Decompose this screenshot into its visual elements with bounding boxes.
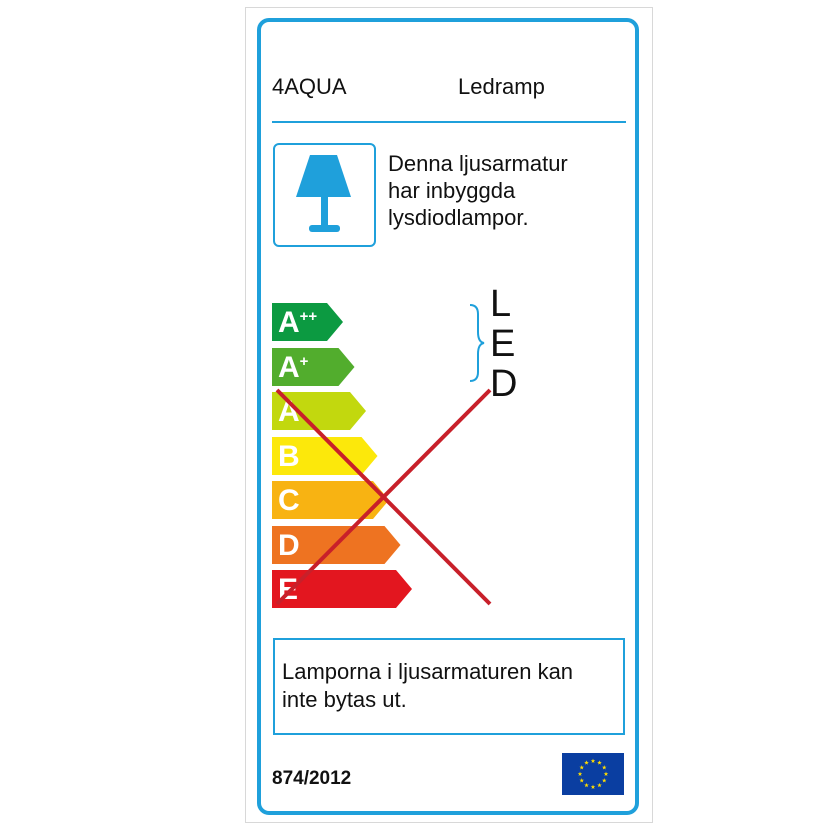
- eu-star-icon: [601, 778, 607, 783]
- eu-star-icon: [577, 771, 583, 776]
- energy-class-arrow: C: [272, 481, 389, 519]
- energy-class-label: D: [278, 528, 300, 562]
- note-text: Lamporna i ljusarmaturen kan inte bytas …: [282, 658, 622, 714]
- note-line: Lamporna i ljusarmaturen kan: [282, 659, 574, 684]
- energy-class-label: B: [278, 439, 300, 473]
- energy-class-arrow: B: [272, 436, 378, 475]
- energy-class-label: A+: [278, 350, 309, 384]
- note-box: [273, 638, 625, 735]
- model-name: Ledramp: [458, 74, 545, 99]
- note-line: inte bytas ut.: [282, 687, 407, 712]
- eu-star-icon: [603, 771, 609, 776]
- led-letter-e: E: [490, 323, 516, 365]
- regulation-number: 874/2012: [272, 768, 352, 789]
- led-letter-l: L: [490, 283, 512, 325]
- energy-class-label: E: [278, 573, 299, 606]
- supplier-name: 4AQUA: [272, 74, 347, 99]
- eu-star-icon: [584, 782, 589, 788]
- table-lamp-icon: [296, 155, 351, 232]
- energy-class-arrow: A++: [272, 303, 343, 341]
- eu-star-icon: [590, 758, 596, 763]
- energy-class-label: A++: [278, 306, 318, 339]
- lamp-icon-box: [273, 143, 376, 247]
- energy-class-arrow: A: [272, 392, 366, 430]
- led-letter-d: D: [490, 363, 518, 405]
- lamp-text-line: lysdiodlampor.: [388, 205, 529, 230]
- eu-star-icon: [579, 778, 585, 783]
- energy-class-arrow: E: [272, 570, 412, 608]
- eu-star-icon: [597, 760, 602, 765]
- eu-star-icon: [601, 765, 607, 770]
- label-frame: [257, 18, 639, 815]
- energy-class-arrow: D: [272, 525, 401, 564]
- lamp-text-line: Denna ljusarmatur: [388, 151, 568, 176]
- header-divider: [272, 121, 626, 123]
- eu-flag-icon: [562, 753, 624, 795]
- eu-star-icon: [584, 760, 589, 765]
- energy-class-arrow: A+: [272, 347, 355, 386]
- eu-star-icon: [597, 782, 602, 788]
- lamp-description: Denna ljusarmatur har inbyggda lysdiodla…: [388, 150, 618, 231]
- lamp-text-line: har inbyggda: [388, 178, 516, 203]
- energy-class-label: A: [278, 395, 300, 428]
- eu-star-icon: [590, 784, 596, 789]
- eu-star-icon: [579, 765, 585, 770]
- energy-class-label: C: [278, 484, 300, 517]
